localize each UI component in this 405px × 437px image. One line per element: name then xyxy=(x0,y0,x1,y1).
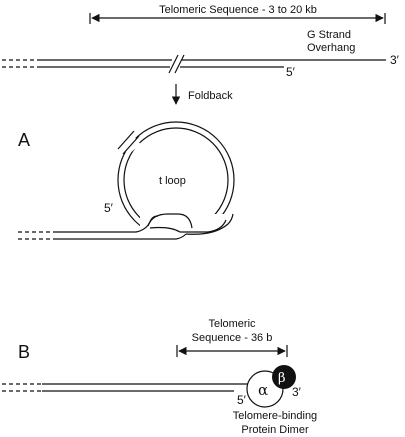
protein-label-line2: Protein Dimer xyxy=(241,424,309,436)
loop-break-mark xyxy=(122,135,140,155)
panel-a-letter: A xyxy=(18,130,30,150)
displacement-loop xyxy=(147,213,193,229)
loop-closing-strand xyxy=(185,213,234,235)
five-prime-label: 5′ xyxy=(286,65,296,79)
invading-strand xyxy=(149,219,227,233)
panel-b-protein-dimer: B Telomeric Sequence - 36 b α β 3′ 5′ Te… xyxy=(2,318,317,436)
t-loop-label: t loop xyxy=(159,175,186,187)
protein-label-line1: Telomere-binding xyxy=(233,410,317,422)
loop-break-gap xyxy=(119,133,141,155)
break-mark xyxy=(174,54,185,74)
panel-b-five-prime-label: 5′ xyxy=(237,393,247,407)
beta-subunit xyxy=(272,365,296,389)
overhang-label-line2: Overhang xyxy=(307,42,355,54)
panel-b-letter: B xyxy=(18,342,30,362)
duplex-strand-bottom xyxy=(56,233,187,240)
span-label-line1: Telomeric xyxy=(208,318,256,330)
beta-label: β xyxy=(278,371,286,386)
loop-break-mark xyxy=(117,130,135,150)
three-prime-label: 3′ xyxy=(390,53,400,67)
span-label-line2: Sequence - 36 b xyxy=(192,332,273,344)
alpha-label: α xyxy=(258,381,268,399)
loop-five-prime-label: 5′ xyxy=(104,201,114,215)
panel-b-three-prime-label: 3′ xyxy=(292,385,302,399)
telomeric-span-label: Telomeric Sequence - 3 to 20 kb xyxy=(159,4,317,16)
panel-a-t-loop: A t loop 5′ xyxy=(18,121,235,240)
top-linear-telomere: Telomeric Sequence - 3 to 20 kb G Strand… xyxy=(2,4,400,105)
overhang-label-line1: G Strand xyxy=(307,29,351,41)
foldback-label: Foldback xyxy=(188,90,233,102)
break-mark xyxy=(168,54,179,74)
